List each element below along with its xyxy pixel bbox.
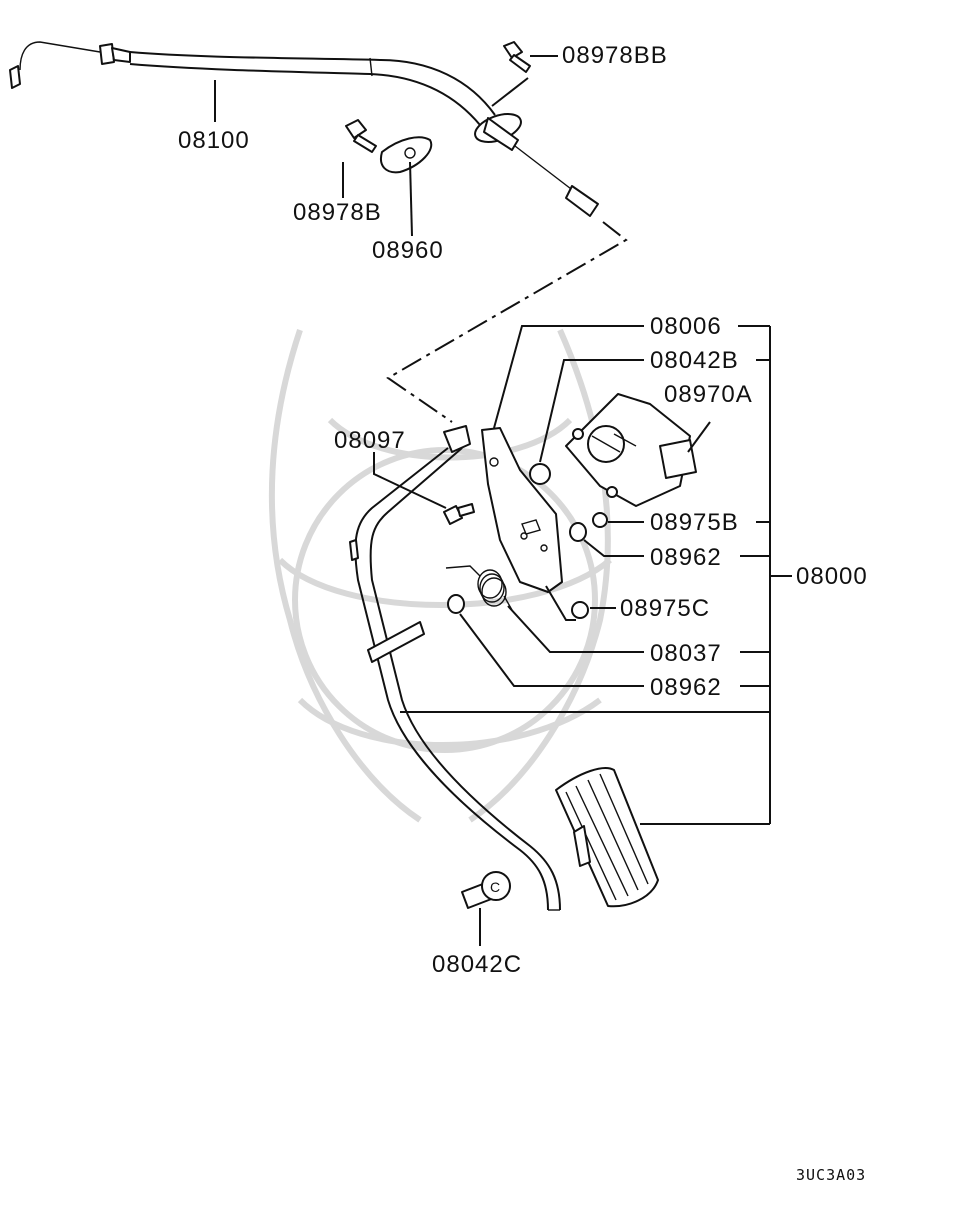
- label-08042B: 08042B: [650, 347, 739, 374]
- label-08962-upper: 08962: [650, 544, 722, 571]
- label-08962-lower: 08962: [650, 674, 722, 701]
- label-08037: 08037: [650, 640, 722, 667]
- label-08960: 08960: [372, 237, 444, 264]
- throttle-cable: [9, 41, 599, 217]
- label-08006: 08006: [650, 313, 722, 340]
- leader-08042B: [539, 359, 644, 463]
- figure-code: 3UC3A03: [796, 1166, 866, 1184]
- bolt-08978BB: [503, 41, 531, 73]
- label-08000: 08000: [796, 563, 868, 590]
- label-08100: 08100: [178, 127, 250, 154]
- gasket-08960: [380, 136, 433, 174]
- leader-08960: [409, 161, 413, 237]
- leader-08037: [507, 605, 644, 653]
- bracket-08006: [481, 427, 563, 593]
- leader-bolt-to-bracket: [491, 77, 529, 107]
- leader-08962-lower: [459, 613, 644, 687]
- assembly-bracket-08000: [400, 325, 792, 825]
- washer-08962-upper: [569, 522, 587, 542]
- bolt-08097: [443, 503, 475, 525]
- sensor-08970A: [565, 393, 697, 507]
- label-08978BB: 08978BB: [562, 42, 668, 69]
- pedal-pad: [555, 767, 659, 908]
- leader-08006: [493, 325, 644, 429]
- leader-08975C-bracket: [545, 585, 576, 621]
- leader-08097: [373, 452, 447, 509]
- leader-08970A: [687, 421, 711, 453]
- pedal-arm: [349, 425, 561, 911]
- leader-08962-upper: [583, 539, 644, 557]
- pin-letter: C: [490, 879, 500, 895]
- label-08975B: 08975B: [650, 509, 739, 536]
- nut-08975C: [571, 601, 589, 619]
- watermark-logo: [268, 328, 612, 823]
- nut-08975B: [592, 512, 608, 528]
- washer-08962-lower: [447, 594, 465, 614]
- spring-08037: [445, 565, 513, 611]
- bolt-08978B: [345, 119, 377, 153]
- clip-08042B: [529, 463, 551, 485]
- label-08042C: 08042C: [432, 951, 522, 978]
- label-08970A: 08970A: [664, 381, 753, 408]
- label-08975C: 08975C: [620, 595, 710, 622]
- label-08097: 08097: [334, 427, 406, 454]
- pin-08042C: C: [461, 871, 511, 909]
- connection-line: [386, 221, 628, 423]
- label-08978B: 08978B: [293, 199, 382, 226]
